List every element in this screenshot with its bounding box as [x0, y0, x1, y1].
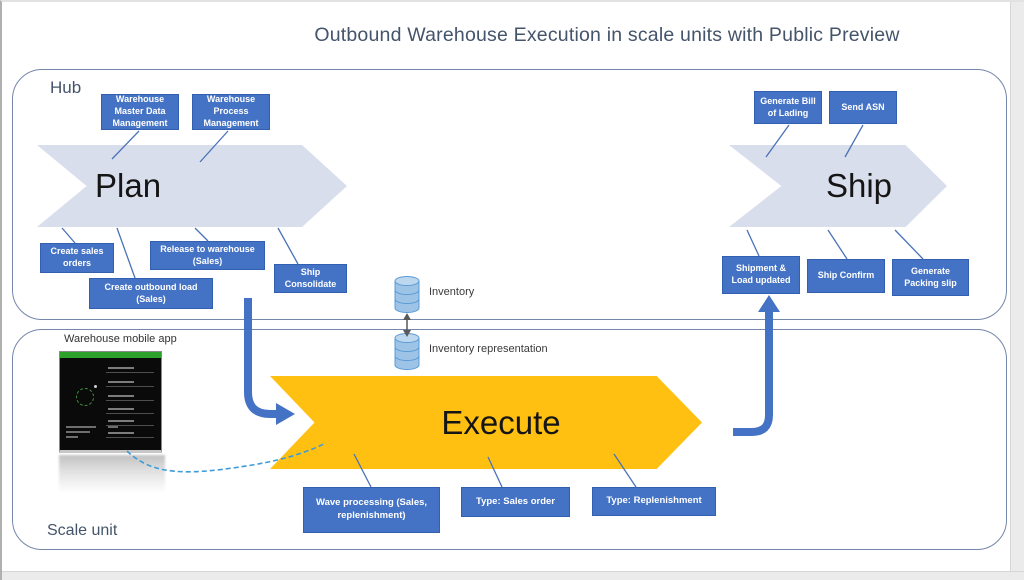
scale-unit-container — [12, 329, 1007, 550]
window-bottom-margin — [2, 571, 1024, 580]
app-dial-graphic — [76, 385, 97, 406]
chevron-execute-label: Execute — [441, 403, 561, 441]
inventory-label: Inventory — [429, 286, 475, 298]
box-shipment-load-updated: Shipment & Load updated — [722, 256, 800, 294]
box-create-outbound-load: Create outbound load (Sales) — [89, 278, 213, 309]
hub-container — [12, 69, 1007, 320]
chevron-plan-label: Plan — [95, 167, 162, 204]
box-ship-confirm: Ship Confirm — [807, 259, 885, 293]
chevron-plan: Plan — [37, 145, 347, 227]
warehouse-mobile-app-screenshot — [59, 351, 162, 453]
scale-unit-label: Scale unit — [47, 522, 118, 539]
box-ship-consolidate: Ship Consolidate — [274, 264, 347, 293]
chevron-execute: Execute — [270, 376, 702, 469]
device-reflection — [59, 455, 165, 493]
database-cylinder-icon — [394, 276, 420, 313]
hub-label: Hub — [50, 78, 82, 97]
database-cylinder-icon — [394, 333, 420, 370]
chevron-ship-label: Ship — [825, 167, 893, 204]
box-send-asn: Send ASN — [829, 91, 897, 124]
box-generate-packing-slip: Generate Packing slip — [892, 259, 969, 296]
box-type-sales-order: Type: Sales order — [461, 487, 570, 517]
app-header-bar — [60, 352, 161, 358]
box-create-sales-orders: Create sales orders — [40, 243, 114, 273]
inventory-representation-label: Inventory representation — [429, 343, 548, 355]
warehouse-mobile-app-label: Warehouse mobile app — [64, 333, 177, 345]
box-type-replenishment: Type: Replenishment — [592, 487, 716, 516]
box-release-to-warehouse: Release to warehouse (Sales) — [150, 241, 265, 270]
box-warehouse-process-management: Warehouse Process Management — [192, 94, 270, 130]
box-warehouse-master-data: Warehouse Master Data Management — [101, 94, 179, 130]
box-wave-processing: Wave processing (Sales, replenishment) — [303, 487, 440, 533]
window-right-margin — [1010, 2, 1024, 580]
box-generate-bill-of-lading: Generate Bill of Lading — [754, 91, 822, 124]
diagram-title: Outbound Warehouse Execution in scale un… — [314, 24, 900, 46]
